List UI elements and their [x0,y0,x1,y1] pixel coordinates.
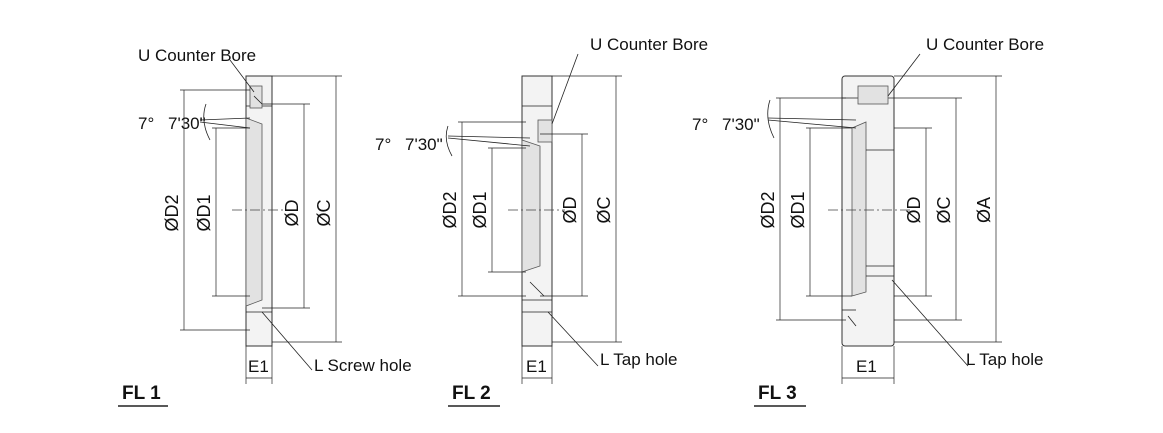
fl2-bore-face [521,139,541,273]
fl3-angle-deg: 7° [692,115,708,134]
fl3-angle-min: 7'30" [722,115,760,134]
fl3-hole-label: L Tap hole [966,350,1044,369]
fl2-title: FL 2 [452,383,491,404]
fl1-counter-bore-label: U Counter Bore [138,46,256,65]
fl2-d-label: ØD [560,196,580,223]
fl1-c-label: ØC [314,199,334,226]
fl1-angle-deg: 7° [138,114,154,133]
fl1-drawing: U Counter Bore 7° 7'30" ØD2 ØD1 ØD ØC E1 [118,46,412,407]
fl2-counter-bore [537,119,553,143]
fl2-e1-label: E1 [526,357,547,376]
fl2-d2-label: ØD2 [440,191,460,228]
fl2-hole-label: L Tap hole [600,350,678,369]
fl2-d1-label: ØD1 [470,191,490,228]
fl1-bore-face [245,117,263,307]
fl1-angle-min: 7'30" [168,114,206,133]
fl3-flange-body [841,75,895,347]
fl3-drawing: U Counter Bore 7° 7'30" ØD2 ØD1 ØD ØC ØA… [692,35,1044,407]
fl1-d-label: ØD [282,199,302,226]
fl2-angle-deg: 7° [375,135,391,154]
fl3-counter-bore [857,85,889,105]
fl2-angle-min: 7'30" [405,135,443,154]
fl3-a-label: ØA [974,197,994,223]
fl3-c-label: ØC [934,196,954,223]
fl1-d2-label: ØD2 [162,194,182,231]
fl1-title: FL 1 [122,383,161,404]
fl3-d-label: ØD [904,196,924,223]
fl3-d2-label: ØD2 [758,191,778,228]
fl3-bore-face [851,121,867,297]
fl2-c-label: ØC [594,196,614,223]
fl3-counter-bore-label: U Counter Bore [926,35,1044,54]
fl1-e1-label: E1 [248,357,269,376]
fl3-title: FL 3 [758,383,797,404]
fl3-e1-label: E1 [856,357,877,376]
fl2-counter-bore-label: U Counter Bore [590,35,708,54]
fl1-counter-bore [249,85,263,109]
fl1-hole-label: L Screw hole [314,356,412,375]
fl2-drawing: U Counter Bore 7° 7'30" ØD2 ØD1 ØD ØC E1… [375,35,708,407]
fl3-d1-label: ØD1 [788,191,808,228]
fl1-d1-label: ØD1 [194,194,214,231]
